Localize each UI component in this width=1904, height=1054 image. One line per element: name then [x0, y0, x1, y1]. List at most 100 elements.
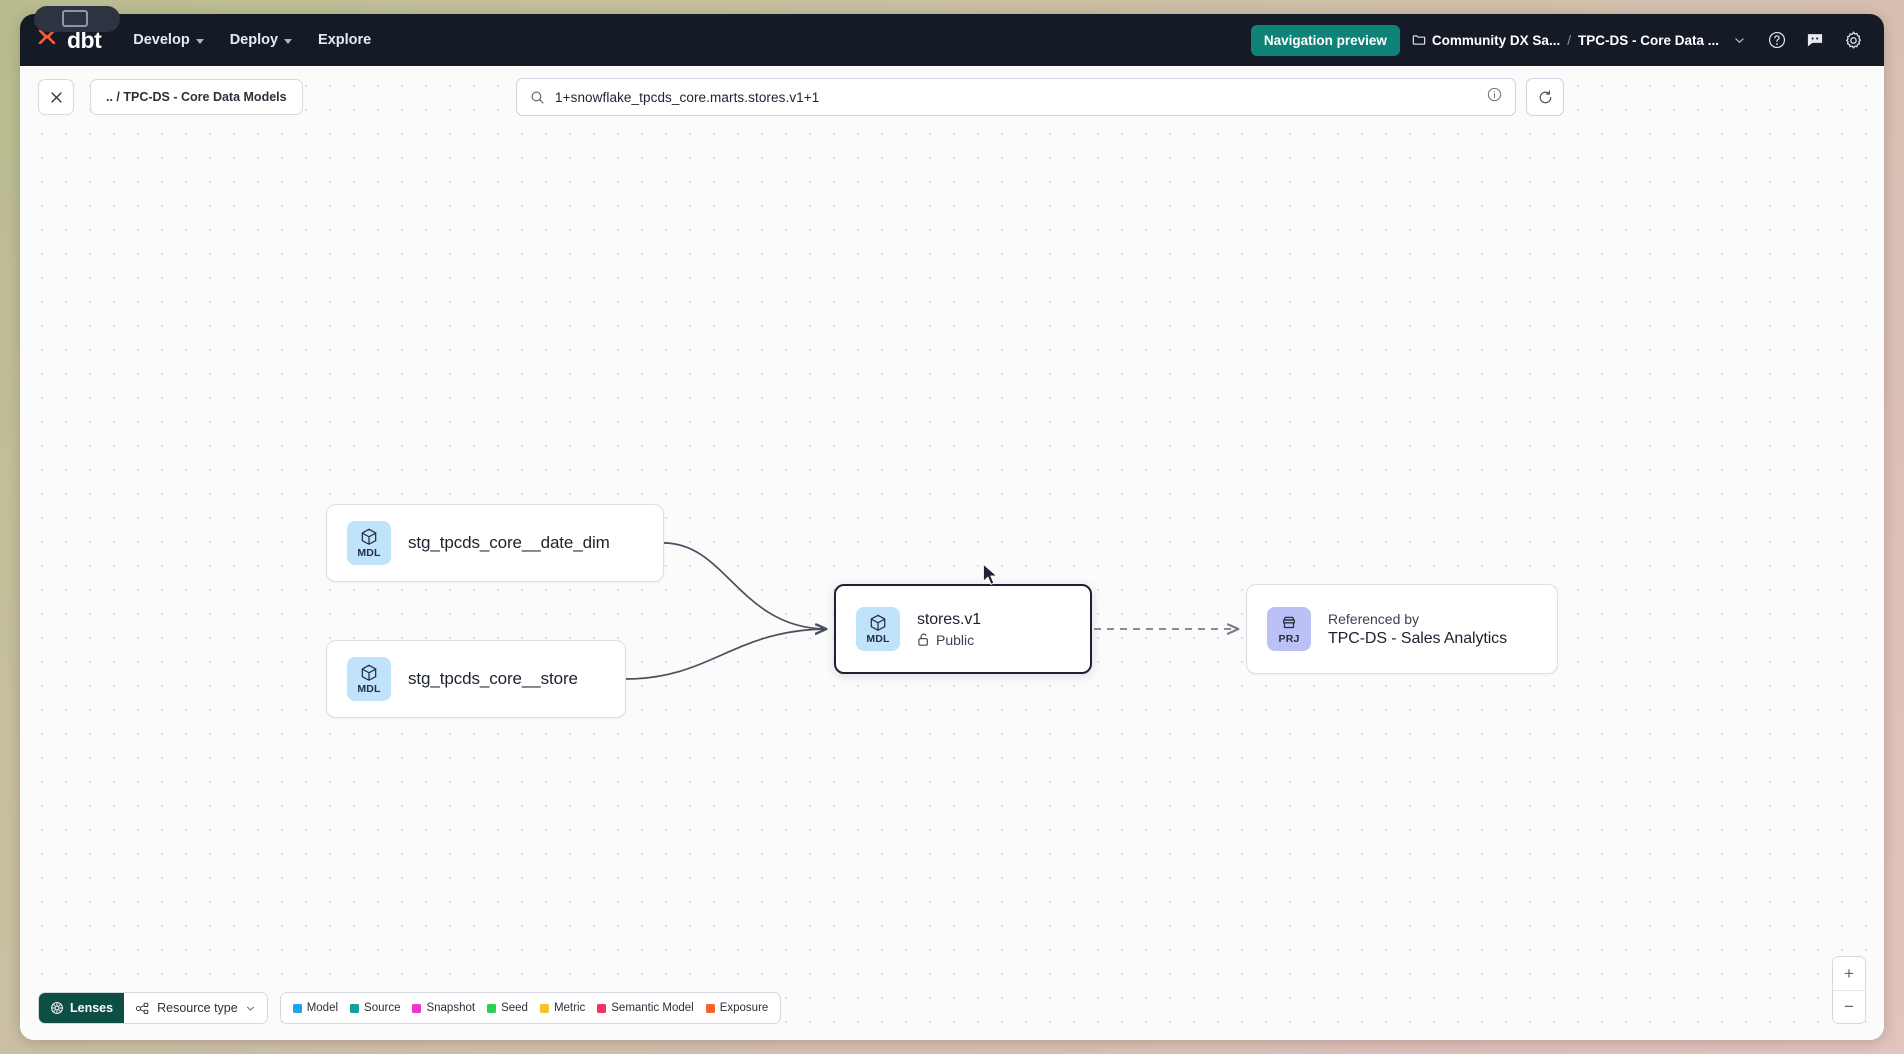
resource-type-button[interactable]: Resource type	[124, 993, 267, 1023]
cube-icon	[361, 528, 377, 546]
close-icon	[50, 91, 62, 103]
legend-item[interactable]: Metric	[539, 1002, 586, 1014]
legend-label: Snapshot	[426, 1002, 476, 1014]
breadcrumb-project[interactable]: TPC-DS - Core Data ...	[1578, 33, 1719, 48]
node-title: stg_tpcds_core__store	[408, 669, 578, 688]
brand-text: dbt	[67, 26, 102, 53]
legend-swatch	[705, 1003, 715, 1013]
search-icon	[531, 91, 544, 104]
legend-swatch	[539, 1003, 549, 1013]
legend-swatch	[487, 1003, 497, 1013]
lineage-edges	[625, 542, 1884, 680]
nav-item-develop[interactable]: Develop	[133, 32, 204, 48]
resource-badge-project: PRJ	[1267, 607, 1311, 651]
chevron-down-icon	[246, 1006, 254, 1011]
breadcrumb-account-label: Community DX Sa...	[1431, 32, 1561, 48]
legend-item[interactable]: Semantic Model	[597, 1002, 694, 1014]
legend-swatch	[292, 1003, 302, 1013]
dbt-logo[interactable]: dbt	[34, 26, 102, 53]
zoom-in-button[interactable]: +	[1833, 957, 1865, 990]
close-lineage-button[interactable]	[38, 79, 74, 115]
zoom-out-button[interactable]: −	[1833, 990, 1865, 1023]
help-circle-glyph	[1768, 31, 1786, 49]
browser-tab-pill	[34, 6, 120, 32]
breadcrumb-separator: /	[1567, 32, 1571, 48]
cube-icon	[870, 614, 886, 632]
cube-icon	[361, 664, 377, 682]
gear-glyph	[1845, 30, 1861, 49]
resource-badge-label: MDL	[357, 547, 381, 560]
nav-item-explore[interactable]: Explore	[318, 32, 371, 48]
breadcrumb-project-label: TPC-DS - Core Data ...	[1577, 32, 1719, 48]
resource-badge-model: MDL	[347, 657, 391, 701]
gear-icon[interactable]	[1840, 27, 1866, 53]
chevron-down-icon	[284, 38, 293, 44]
window-control-icon	[62, 10, 88, 27]
lenses-label: Lenses	[70, 1001, 114, 1015]
graph-node-stg-tpcds-core-date-dim[interactable]: MDL stg_tpcds_core__date_dim	[326, 504, 664, 582]
legend-item[interactable]: Seed	[487, 1002, 528, 1014]
search-input[interactable]	[555, 89, 1476, 105]
account-project-breadcrumb: Community DX Sa... / TPC-DS - Core Data …	[1412, 27, 1752, 53]
node-body: stg_tpcds_core__store	[408, 669, 578, 689]
project-breadcrumb-button[interactable]: .. / TPC-DS - Core Data Models	[90, 79, 303, 115]
refresh-lineage-button[interactable]	[1526, 78, 1564, 116]
info-icon[interactable]	[1486, 86, 1503, 108]
lens-control-group: Lenses Resource type	[38, 992, 268, 1024]
navigation-preview-button[interactable]: Navigation preview	[1250, 24, 1400, 56]
chevron-down-icon	[195, 38, 204, 44]
edge-store-to-stores	[625, 629, 826, 680]
legend-swatch	[350, 1003, 360, 1013]
feedback-glyph	[1807, 34, 1823, 47]
legend-label: Seed	[501, 1002, 528, 1014]
nav-item-deploy[interactable]: Deploy	[229, 32, 293, 48]
dbt-mark-icon	[38, 29, 56, 45]
resource-type-legend: Model Source Snapshot Seed Metric Semantic Mo…	[279, 992, 782, 1024]
lens-icon	[51, 1002, 63, 1014]
resource-badge-label: PRJ	[1278, 633, 1300, 646]
graph-node-stores-v1[interactable]: MDL stores.v1 Public	[834, 584, 1092, 674]
navbar-right-cluster: Navigation preview Community DX Sa... / …	[1250, 24, 1866, 56]
legend-item[interactable]: Source	[350, 1002, 400, 1014]
dbt-explore-app-window: dbt Develop Deploy Explore Navigation pr…	[20, 14, 1884, 1040]
feedback-icon[interactable]	[1802, 27, 1828, 53]
refresh-icon	[1539, 89, 1551, 103]
chevron-down-glyph	[1734, 37, 1744, 43]
lineage-canvas[interactable]: MDL stg_tpcds_core__date_dim	[20, 66, 1884, 1040]
node-access-label: Public	[936, 631, 975, 648]
primary-nav: Develop Deploy Explore	[133, 32, 371, 48]
legend-swatch	[597, 1003, 607, 1013]
nav-item-deploy-label: Deploy	[229, 32, 279, 48]
lineage-search-box[interactable]	[516, 78, 1516, 116]
info-circle-glyph	[1487, 87, 1502, 102]
graph-node-referenced-by-project[interactable]: PRJ Referenced by TPC-DS - Sales Analyti…	[1246, 584, 1558, 674]
lenses-button[interactable]: Lenses	[39, 993, 125, 1023]
node-title: stores.v1	[917, 610, 982, 628]
legend-label: Metric	[553, 1002, 586, 1014]
zoom-controls: + −	[1832, 956, 1866, 1024]
resource-badge-model: MDL	[856, 607, 900, 651]
legend-label: Source	[364, 1002, 401, 1014]
unlock-icon	[918, 633, 928, 646]
help-icon[interactable]	[1764, 27, 1790, 53]
nodes-icon	[136, 1002, 149, 1014]
search-cluster	[516, 78, 1564, 116]
legend-label: Exposure	[719, 1002, 769, 1014]
legend-item[interactable]: Model	[292, 1002, 339, 1014]
edge-date-dim-to-stores	[663, 542, 826, 629]
resource-type-label: Resource type	[157, 1001, 238, 1015]
graph-node-stg-tpcds-core-store[interactable]: MDL stg_tpcds_core__store	[326, 640, 626, 718]
resource-badge-label: MDL	[866, 633, 890, 646]
legend-item[interactable]: Exposure	[705, 1002, 769, 1014]
node-body: stores.v1 Public	[917, 611, 981, 648]
legend-item[interactable]: Snapshot	[412, 1002, 475, 1014]
nav-item-develop-label: Develop	[133, 32, 190, 48]
top-navbar: dbt Develop Deploy Explore Navigation pr…	[20, 14, 1884, 66]
lineage-toolbar: .. / TPC-DS - Core Data Models	[20, 66, 1884, 128]
breadcrumb-account[interactable]: Community DX Sa...	[1412, 33, 1560, 48]
node-body: stg_tpcds_core__date_dim	[408, 533, 610, 553]
legend-label: Model	[306, 1002, 339, 1014]
node-title: TPC-DS - Sales Analytics	[1328, 629, 1507, 647]
breadcrumb-chevron-down-icon[interactable]	[1726, 27, 1752, 53]
